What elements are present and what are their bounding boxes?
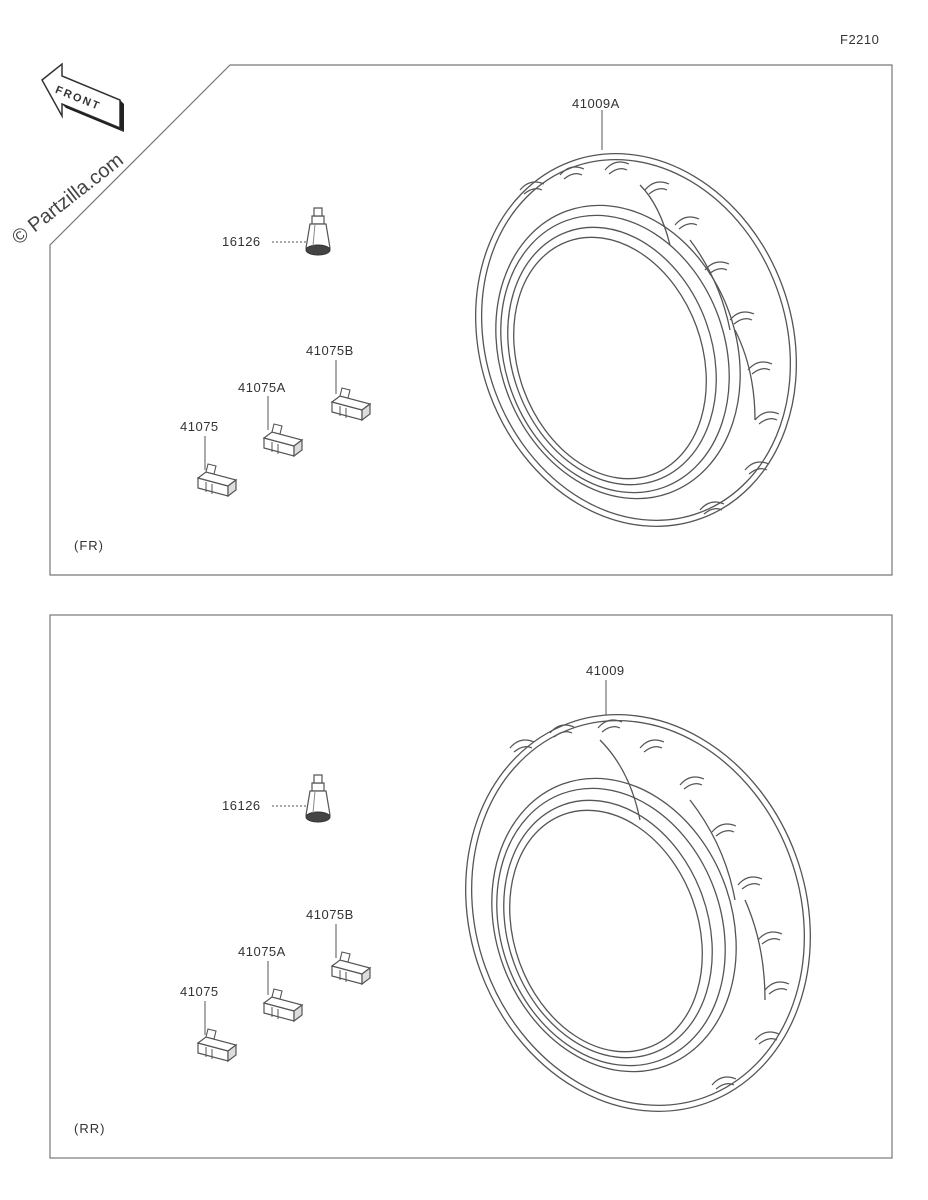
figure-code: F2210	[840, 32, 880, 47]
label-front-tire: 41009A	[572, 96, 620, 111]
label-rear-weight-b: 41075B	[306, 907, 354, 922]
label-rear-weight-a: 41075A	[238, 944, 286, 959]
rear-panel-frame	[49, 614, 893, 1159]
front-valve-16126	[305, 207, 331, 256]
front-direction-arrow	[41, 62, 124, 132]
section-rear: (RR)	[74, 1121, 106, 1136]
rear-weight-41075	[197, 1028, 237, 1062]
front-weight-41075a	[263, 423, 303, 457]
front-weight-41075b	[331, 387, 371, 421]
label-front-weight: 41075	[180, 419, 219, 434]
front-panel-frame	[49, 64, 893, 576]
rear-tire-41009	[465, 714, 811, 1112]
label-front-weight-a: 41075A	[238, 380, 286, 395]
rear-valve-16126	[305, 774, 331, 823]
label-rear-valve: 16126	[222, 798, 261, 813]
section-front: (FR)	[74, 538, 104, 553]
rear-weight-41075a	[263, 988, 303, 1022]
label-rear-weight: 41075	[180, 984, 219, 999]
front-weight-41075	[197, 463, 237, 497]
front-tire-41009a	[474, 153, 798, 527]
label-front-weight-b: 41075B	[306, 343, 354, 358]
label-front-valve: 16126	[222, 234, 261, 249]
label-rear-tire: 41009	[586, 663, 625, 678]
rear-weight-41075b	[331, 951, 371, 985]
